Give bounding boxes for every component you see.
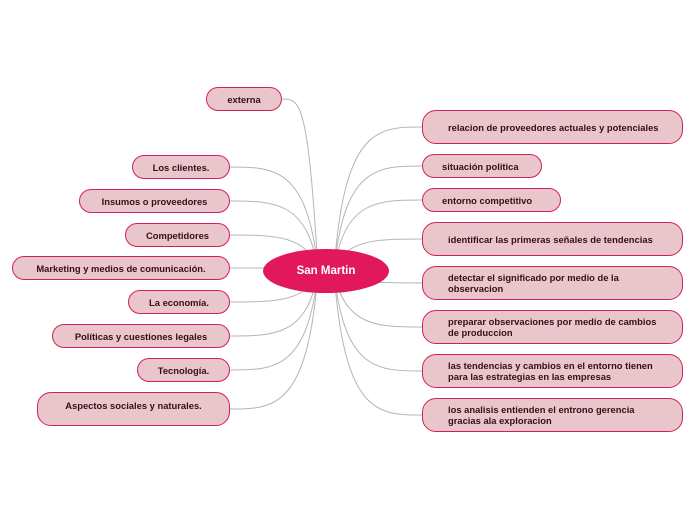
topic-los-clientes[interactable]: Los clientes. xyxy=(132,155,230,179)
topic-situacion-politica[interactable]: situación politica xyxy=(422,154,542,178)
topic-analisis-exploracion[interactable]: los analisis entienden el entrono gerenc… xyxy=(422,398,683,432)
topic-relacion-de-proveedores[interactable]: relacion de proveedores actuales y poten… xyxy=(422,110,683,144)
topic-externa[interactable]: externa xyxy=(206,87,282,111)
topic-label: Tecnología. xyxy=(157,364,210,376)
central-topic-label: San Martin xyxy=(296,265,356,277)
topic-label: los analisis entienden el entrono gerenc… xyxy=(448,404,635,426)
topic-label: Competidores xyxy=(145,229,210,241)
connector-line-left-7 xyxy=(229,270,319,371)
central-topic[interactable]: San Martin xyxy=(263,249,389,293)
topic-label: identificar las primeras señales de tend… xyxy=(448,233,653,245)
topic-label: detectar el significado por medio de la … xyxy=(448,272,619,294)
connector-line-right-1 xyxy=(333,165,423,272)
topic-label: Los clientes. xyxy=(152,161,210,173)
connector-line-right-6 xyxy=(333,270,423,372)
topic-label: La economía. xyxy=(149,296,209,308)
topic-preparar-observaciones[interactable]: preparar observaciones por medio de camb… xyxy=(422,310,683,344)
topic-tendencias-y-cambios[interactable]: las tendencias y cambios en el entorno t… xyxy=(422,354,683,388)
topic-label: entorno competitivo xyxy=(442,194,533,206)
topic-label: Aspectos sociales y naturales. xyxy=(65,399,202,411)
topic-label: situación politica xyxy=(442,160,519,172)
topic-insumos-o-proveedores[interactable]: Insumos o proveedores xyxy=(79,189,230,213)
topic-identificar-senales[interactable]: identificar las primeras señales de tend… xyxy=(422,222,683,256)
topic-label: preparar observaciones por medio de camb… xyxy=(448,316,657,338)
topic-detectar-significado[interactable]: detectar el significado por medio de la … xyxy=(422,266,683,300)
topic-tecnologia[interactable]: Tecnología. xyxy=(137,358,230,382)
topic-la-economia[interactable]: La economía. xyxy=(128,290,230,314)
connector-line-left-0 xyxy=(281,98,319,272)
topic-label: externa xyxy=(227,93,261,105)
topic-label: Políticas y cuestiones legales xyxy=(74,330,208,342)
connector-line-right-0 xyxy=(333,126,423,272)
connector-line-left-8 xyxy=(229,270,319,410)
topic-politicas-y-cuestiones-legales[interactable]: Políticas y cuestiones legales xyxy=(52,324,230,348)
topic-marketing-y-medios[interactable]: Marketing y medios de comunicación. xyxy=(12,256,230,280)
topic-label: Marketing y medios de comunicación. xyxy=(36,262,206,274)
connector-line-right-7 xyxy=(333,270,423,416)
topic-aspectos-sociales-y-naturales[interactable]: Aspectos sociales y naturales. xyxy=(37,392,230,426)
topic-label: Insumos o proveedores xyxy=(101,195,208,207)
topic-label: relacion de proveedores actuales y poten… xyxy=(448,121,659,133)
topic-competidores[interactable]: Competidores xyxy=(125,223,230,247)
topic-label: las tendencias y cambios en el entorno t… xyxy=(448,360,653,382)
connector-line-left-1 xyxy=(229,166,319,272)
topic-entorno-competitivo[interactable]: entorno competitivo xyxy=(422,188,561,212)
